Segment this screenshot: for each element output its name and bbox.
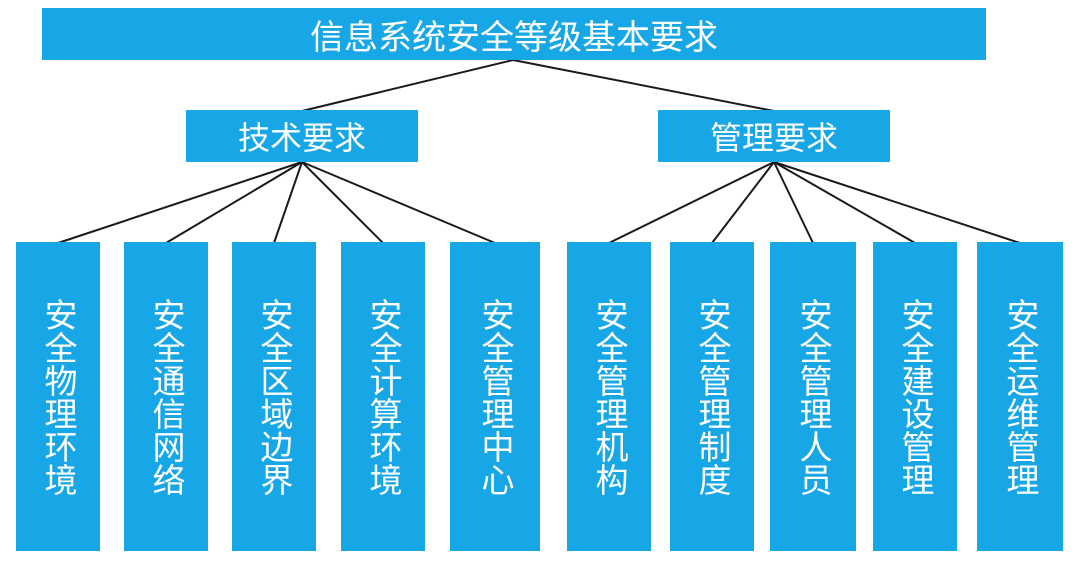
- leaf-label: 安全管理中心: [476, 297, 515, 496]
- link-technical-to-leaf-3: [273, 161, 303, 244]
- link-management-to-leaf-6: [608, 161, 775, 244]
- link-technical-to-leaf-2: [165, 161, 303, 244]
- leaf-communication-network: 安全通信网络: [124, 242, 208, 551]
- branch-management-requirements: 管理要求: [658, 110, 890, 162]
- leaf-label: 安全运维管理: [1001, 297, 1040, 496]
- link-technical-to-leaf-5: [301, 161, 496, 244]
- leaf-management-system: 安全管理制度: [670, 242, 754, 551]
- leaf-label: 安全区域边界: [255, 297, 294, 496]
- link-management-to-leaf-10: [773, 161, 1021, 244]
- link-technical-to-leaf-4: [301, 161, 384, 244]
- leaf-management-personnel: 安全管理人员: [770, 242, 856, 551]
- link-technical-to-leaf-1: [57, 161, 303, 244]
- branch-label: 管理要求: [709, 119, 838, 157]
- leaf-computing-environment: 安全计算环境: [341, 242, 425, 551]
- link-management-to-leaf-9: [773, 161, 916, 244]
- link-management-to-leaf-8: [773, 161, 814, 244]
- leaf-label: 安全物理环境: [39, 297, 78, 496]
- root-label: 信息系统安全等级基本要求: [310, 17, 718, 58]
- leaf-management-organization: 安全管理机构: [567, 242, 651, 551]
- root-node: 信息系统安全等级基本要求: [42, 8, 986, 60]
- leaf-label: 安全通信网络: [147, 297, 186, 496]
- branch-label: 技术要求: [237, 119, 366, 157]
- leaf-label: 安全建设管理: [896, 297, 935, 496]
- leaf-label: 安全管理机构: [590, 297, 629, 496]
- leaf-area-boundary: 安全区域边界: [232, 242, 316, 551]
- leaf-label: 安全管理制度: [693, 297, 732, 496]
- leaf-operations-management: 安全运维管理: [977, 242, 1063, 551]
- branch-technical-requirements: 技术要求: [186, 110, 418, 162]
- link-root-to-technical: [301, 59, 514, 112]
- leaf-management-center: 安全管理中心: [450, 242, 540, 551]
- leaf-physical-environment: 安全物理环境: [16, 242, 100, 551]
- link-root-to-management: [512, 59, 775, 112]
- leaf-construction-management: 安全建设管理: [873, 242, 957, 551]
- leaf-label: 安全计算环境: [364, 297, 403, 496]
- link-management-to-leaf-7: [711, 161, 775, 244]
- leaf-label: 安全管理人员: [794, 297, 833, 496]
